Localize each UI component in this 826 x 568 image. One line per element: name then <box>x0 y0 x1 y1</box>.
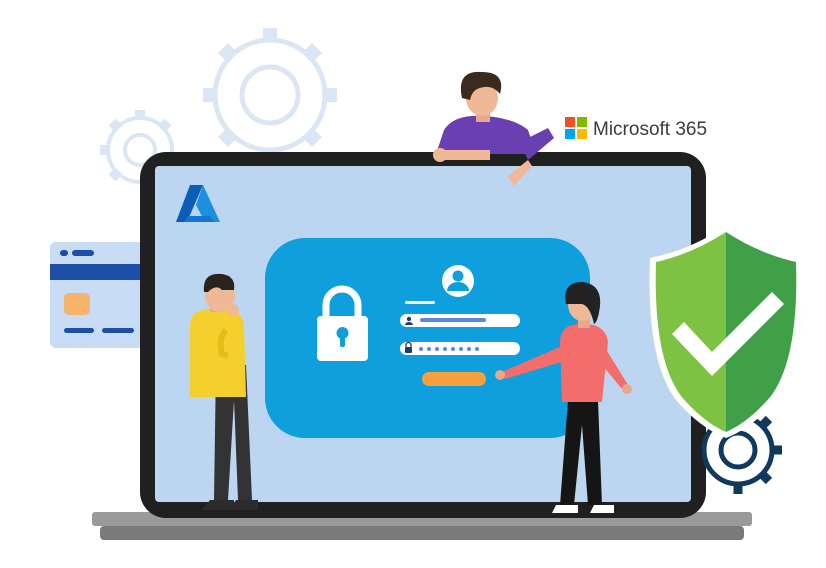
login-panel <box>265 238 590 438</box>
woman-person-figure <box>495 282 632 513</box>
brand-name: Microsoft 365 <box>593 119 707 140</box>
microsoft-365-logo: Microsoft 365 <box>565 117 707 140</box>
user-avatar-icon <box>442 265 474 297</box>
password-field[interactable] <box>400 341 520 355</box>
gear-icon <box>203 28 337 162</box>
padlock-icon <box>317 285 368 361</box>
credit-card-icon <box>50 242 160 348</box>
login-button[interactable] <box>422 372 486 386</box>
top-person-figure <box>433 71 554 186</box>
username-field[interactable] <box>400 301 520 327</box>
azure-logo-icon <box>176 185 220 222</box>
shield-check-icon <box>649 226 803 438</box>
man-person-figure <box>190 273 258 510</box>
